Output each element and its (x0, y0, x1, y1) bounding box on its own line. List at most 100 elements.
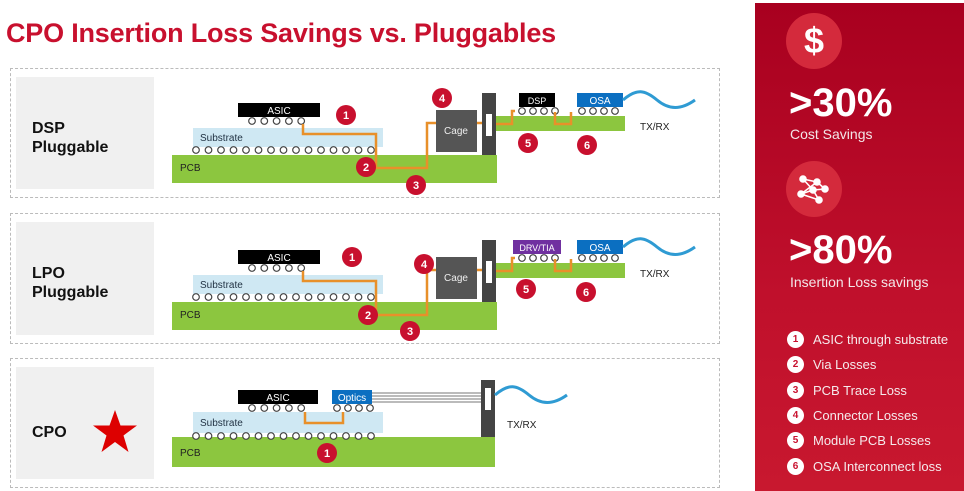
osa-label: OSA (589, 96, 610, 107)
cage-label: Cage (444, 126, 468, 137)
row-label-line1: DSP (32, 120, 65, 137)
cost-savings-value: >30% (789, 81, 893, 125)
solder-ball (204, 432, 213, 440)
row-label: LPO Pluggable (16, 222, 154, 335)
solder-ball (217, 432, 225, 440)
solder-ball (260, 264, 269, 272)
solder-ball (254, 432, 263, 440)
loss-badge (400, 321, 420, 341)
legend-number: 5 (787, 432, 804, 450)
substrate-label: Substrate (200, 418, 243, 429)
loss-badge (406, 175, 426, 195)
solder-ball (342, 293, 350, 301)
solder-ball (272, 117, 281, 125)
pcb-label: PCB (180, 448, 201, 459)
solder-ball (260, 404, 269, 412)
solder-ball (354, 146, 363, 154)
solder-ball (317, 146, 325, 154)
loss-badge-number: 5 (525, 138, 531, 150)
osa-chip (577, 93, 623, 107)
solder-ball (204, 293, 213, 301)
solder-ball (217, 146, 225, 154)
solder-ball (292, 293, 300, 301)
solder-ball (248, 404, 256, 412)
solder-ball (578, 107, 586, 115)
optics-chip (332, 390, 372, 404)
network-icon (786, 161, 842, 217)
solder-ball (279, 432, 288, 440)
driver-chip (519, 93, 555, 107)
legend-number: 6 (787, 457, 804, 475)
solder-ball (600, 254, 608, 262)
solder-ball (192, 146, 200, 154)
loss-badge-number: 1 (349, 252, 355, 264)
legend-item: 6 OSA Interconnect loss (787, 457, 942, 475)
solder-ball (589, 107, 597, 115)
solder-ball (267, 146, 275, 154)
asic-label: ASIC (267, 253, 290, 264)
solder-ball (279, 146, 288, 154)
driver-chip-label: DSP (528, 96, 547, 106)
substrate (193, 412, 383, 433)
osa-chip (577, 240, 623, 254)
pcb-board (172, 302, 497, 330)
solder-ball (267, 293, 275, 301)
solder-ball (367, 146, 375, 154)
solder-ball (254, 146, 263, 154)
solder-ball (192, 293, 200, 301)
solder-ball (329, 432, 338, 440)
connector-slot (486, 261, 492, 283)
substrate-label: Substrate (200, 280, 243, 291)
legend-text: OSA Interconnect loss (813, 458, 942, 474)
loss-badge (516, 279, 536, 299)
driver-chip (513, 240, 561, 254)
asic-label: ASIC (266, 393, 289, 404)
solder-ball (260, 117, 269, 125)
driver-chip-label: DRV/TIA (519, 243, 554, 253)
solder-ball (248, 264, 256, 272)
solder-ball (292, 146, 300, 154)
loss-badge (432, 88, 452, 108)
loss-badge (317, 443, 337, 463)
loss-badge-number: 6 (584, 140, 590, 152)
row-dsp-pluggable: DSP Pluggable (10, 68, 720, 198)
loss-badge (356, 157, 376, 177)
row-lpo-pluggable: LPO Pluggable (10, 213, 720, 344)
signal-trace (301, 121, 487, 170)
asic-label: ASIC (267, 106, 290, 117)
asic-chip (238, 390, 318, 404)
row-cpo: CPO (10, 358, 720, 488)
loss-badge-number: 4 (421, 259, 428, 271)
pcb-label: PCB (180, 310, 201, 321)
solder-ball (367, 293, 375, 301)
fiber-wave (494, 385, 568, 404)
loss-badge-number: 1 (324, 448, 330, 460)
pcb-board (172, 155, 497, 183)
loss-badge (358, 305, 378, 325)
solder-ball (297, 264, 306, 272)
solder-ball (589, 254, 597, 262)
solder-ball (518, 107, 526, 115)
solder-ball (317, 432, 325, 440)
loss-badge-number: 6 (583, 287, 589, 299)
solder-ball (242, 432, 250, 440)
solder-ball (540, 107, 548, 115)
row-label-line2: Pluggable (32, 139, 109, 156)
solder-ball (304, 432, 313, 440)
solder-ball (254, 293, 263, 301)
loss-badge (518, 133, 538, 153)
pcb-label: PCB (180, 163, 201, 174)
connector-slot (485, 388, 491, 410)
txrx-label: TX/RX (640, 122, 670, 133)
solder-ball (344, 404, 352, 412)
loss-badge-number: 2 (363, 162, 369, 174)
optics-label: Optics (338, 393, 366, 404)
solder-ball (333, 404, 341, 412)
cage (436, 257, 477, 299)
cage (436, 110, 477, 152)
loss-badge (577, 135, 597, 155)
solder-ball (217, 293, 225, 301)
legend-text: ASIC through substrate (813, 332, 949, 347)
